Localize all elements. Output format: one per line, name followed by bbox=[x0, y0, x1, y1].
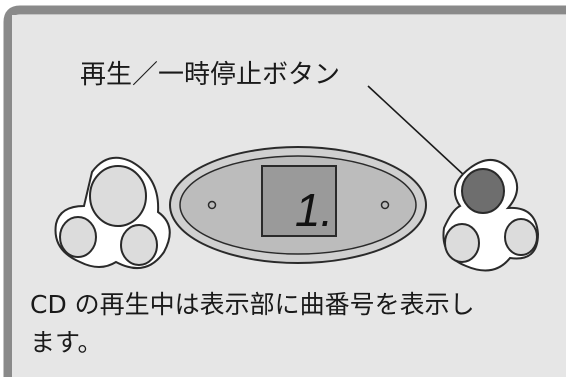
callout-pointer-line bbox=[367, 85, 481, 191]
caption-line-1: CD の再生中は表示部に曲番号を表示し bbox=[30, 290, 475, 319]
left-indicator-dot bbox=[207, 200, 217, 210]
left-right-button[interactable] bbox=[120, 224, 158, 266]
left-top-button[interactable] bbox=[89, 165, 147, 227]
play-pause-callout-label: 再生／一時停止ボタン bbox=[80, 60, 341, 90]
right-indicator-dot bbox=[380, 200, 390, 210]
left-button-cluster bbox=[54, 156, 171, 270]
play-pause-button[interactable] bbox=[461, 168, 505, 214]
left-bottom-button[interactable] bbox=[59, 216, 97, 258]
caption: CD の再生中は表示部に曲番号を表示し ます。 bbox=[30, 286, 540, 362]
right-bottom-left-button[interactable] bbox=[444, 223, 480, 263]
caption-line-2: ます。 bbox=[30, 328, 103, 357]
outer-frame bbox=[3, 5, 566, 377]
right-button-cluster bbox=[442, 159, 540, 272]
display-digit: 1. bbox=[295, 184, 333, 236]
right-bottom-right-button[interactable] bbox=[504, 218, 538, 256]
center-display-housing: 1. bbox=[169, 146, 427, 264]
display-screen bbox=[261, 165, 337, 237]
